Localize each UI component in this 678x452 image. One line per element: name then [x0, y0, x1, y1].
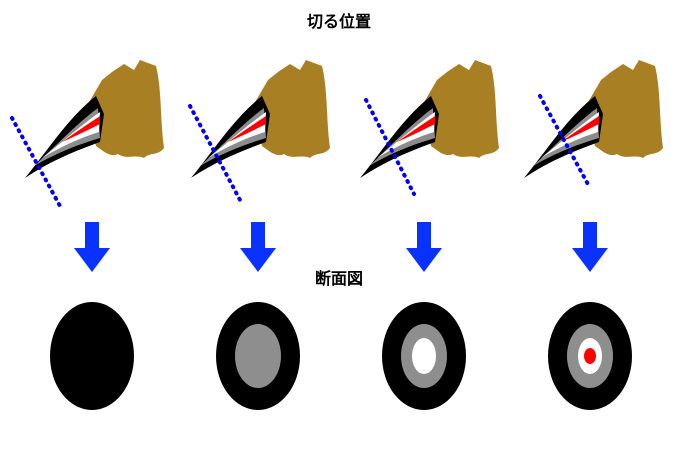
nail-inner-band [42, 112, 100, 158]
down-arrow-icon [74, 222, 110, 272]
fur-shape [423, 60, 499, 158]
panels [10, 60, 663, 410]
quick-blood-vessel [228, 116, 266, 142]
quick-blood-vessel [397, 116, 435, 142]
quick-blood-vessel [62, 116, 100, 142]
down-arrow-icon [572, 222, 608, 272]
down-arrow-icon [240, 222, 276, 272]
cross-section-red [584, 348, 596, 364]
nail-middle-band [533, 108, 599, 166]
nail-middle-band [369, 108, 435, 166]
nail-middle-band [34, 108, 100, 166]
cut-line-dotted [10, 116, 62, 208]
cross-section-gray [235, 324, 281, 388]
down-arrow-icon [406, 222, 442, 272]
fur-shape [254, 60, 330, 158]
claw-illustration [524, 60, 663, 178]
nail-inner-band [541, 112, 599, 158]
nail-inner-band [208, 112, 266, 158]
claw-illustration [360, 60, 499, 178]
claw-illustration [191, 60, 330, 178]
cross-section-outer [50, 302, 134, 410]
quick-blood-vessel [561, 116, 599, 142]
cross-section-white [412, 338, 436, 374]
claw-illustration [25, 60, 164, 178]
fur-shape [88, 60, 164, 158]
cross-section-heading: 断面図 [315, 269, 363, 288]
nail-inner-band [377, 112, 435, 158]
nail-middle-band [200, 108, 266, 166]
fur-shape [587, 60, 663, 158]
cut-position-heading: 切る位置 [307, 12, 371, 31]
